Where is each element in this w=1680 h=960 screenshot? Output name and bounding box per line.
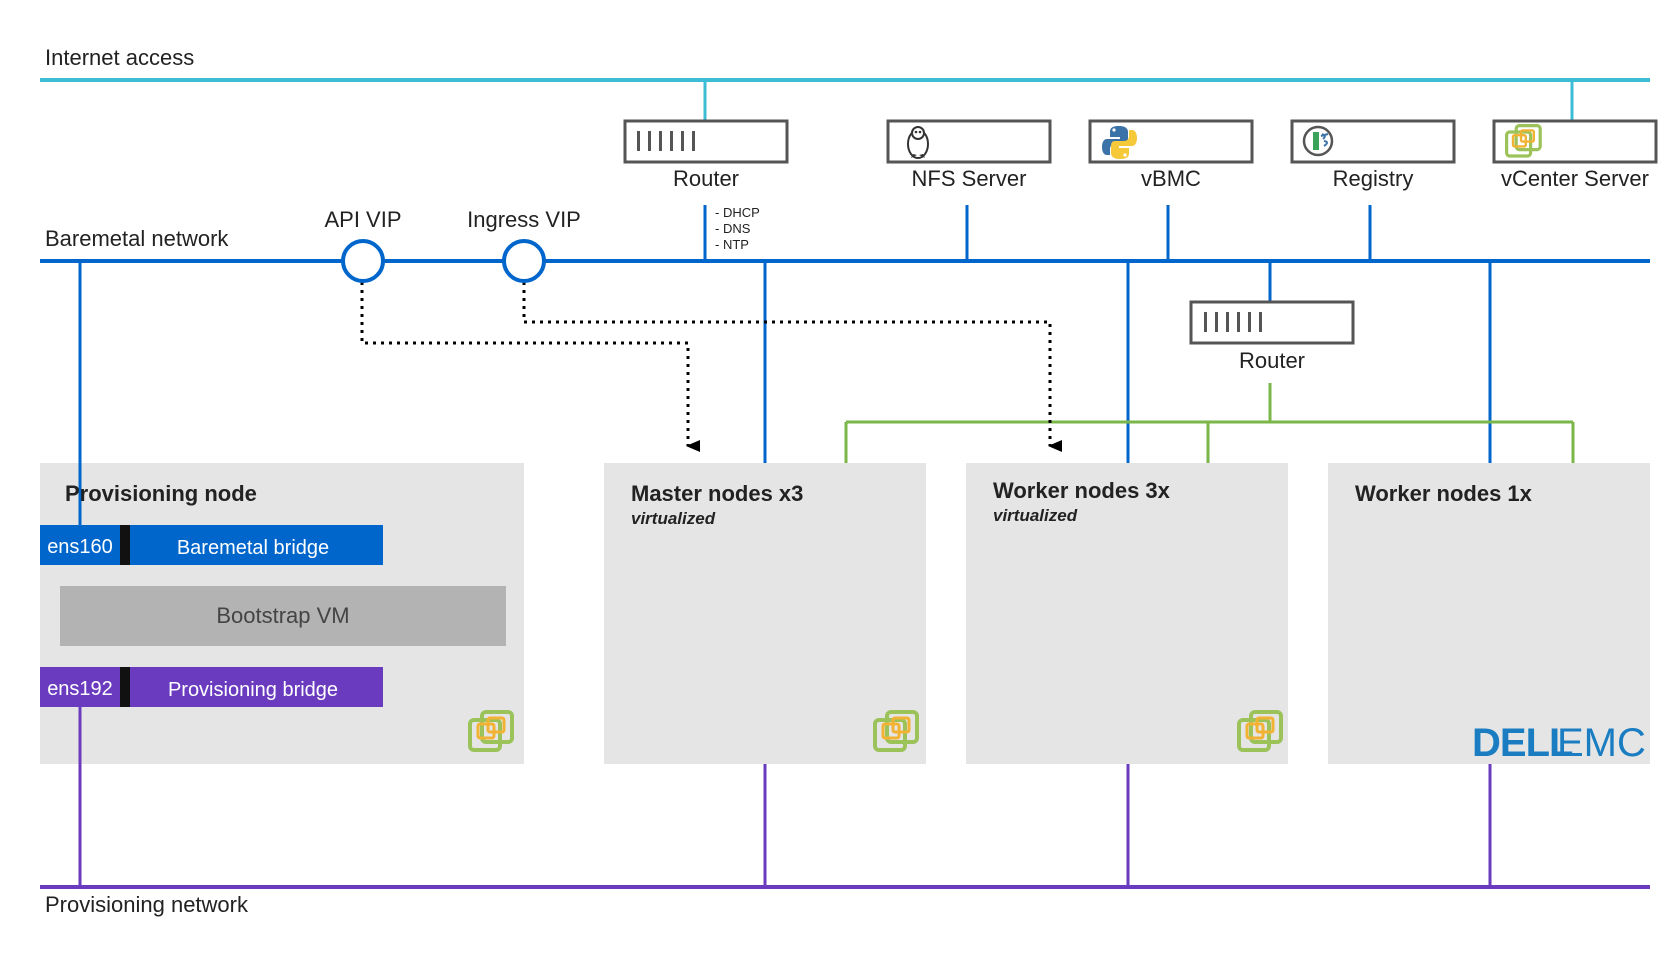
ens192-label: ens192 xyxy=(47,678,113,700)
provisioning-network-label: Provisioning network xyxy=(45,892,249,917)
worker-physical-box xyxy=(1328,463,1650,764)
router-top-box[interactable] xyxy=(623,119,789,164)
api-vip-circle[interactable] xyxy=(341,239,385,283)
bootstrap-vm[interactable] xyxy=(60,586,506,646)
worker-virtual-subtitle: virtualized xyxy=(993,506,1078,525)
baremetal-bridge[interactable] xyxy=(130,525,383,565)
ingress-vip-circle[interactable] xyxy=(502,239,546,283)
router-note-dns: - DNS xyxy=(715,221,751,236)
worker-virtual-box xyxy=(966,463,1288,764)
master-nodes-box xyxy=(604,463,926,764)
ens192-nic[interactable] xyxy=(40,667,120,707)
master-nodes-title: Master nodes x3 xyxy=(631,481,803,506)
router-top-label: Router xyxy=(673,166,739,191)
vbmc-label: vBMC xyxy=(1141,166,1201,191)
linux-penguin-icon xyxy=(907,126,929,159)
svg-text:EMC: EMC xyxy=(1557,721,1646,765)
ens160-label: ens160 xyxy=(47,536,113,558)
baremetal-network-label: Baremetal network xyxy=(45,226,229,251)
master-nodes-subtitle: virtualized xyxy=(631,509,716,528)
ingress-vip-label: Ingress VIP xyxy=(467,207,581,232)
bootstrap-vm-label: Bootstrap VM xyxy=(216,603,349,628)
svg-text:DELL: DELL xyxy=(1472,721,1573,765)
router-note-dhcp: - DHCP xyxy=(715,205,760,220)
provisioning-bridge-label: Provisioning bridge xyxy=(168,679,338,701)
registry-label: Registry xyxy=(1333,166,1414,191)
registry-icon xyxy=(1302,125,1334,157)
python-icon xyxy=(1102,126,1137,159)
vcenter-server-label: vCenter Server xyxy=(1501,166,1649,191)
router-note-ntp: - NTP xyxy=(715,237,749,252)
nfs-server-label: NFS Server xyxy=(912,166,1027,191)
provisioning-bridge[interactable] xyxy=(130,667,383,707)
worker-virtual-title: Worker nodes 3x xyxy=(993,478,1171,503)
ens160-nic[interactable] xyxy=(40,525,120,565)
internet-network-label: Internet access xyxy=(45,45,194,70)
baremetal-bridge-label: Baremetal bridge xyxy=(177,537,329,559)
dell-emc-logo: DELL EMC xyxy=(1472,721,1646,765)
worker-physical-title: Worker nodes 1x xyxy=(1355,481,1533,506)
api-vip-label: API VIP xyxy=(324,207,401,232)
ens160-connector xyxy=(120,525,130,565)
router-mid-label: Router xyxy=(1239,348,1305,373)
ens192-connector xyxy=(120,667,130,707)
provisioning-node-title: Provisioning node xyxy=(65,481,257,506)
api-vip-arrow xyxy=(360,282,700,452)
